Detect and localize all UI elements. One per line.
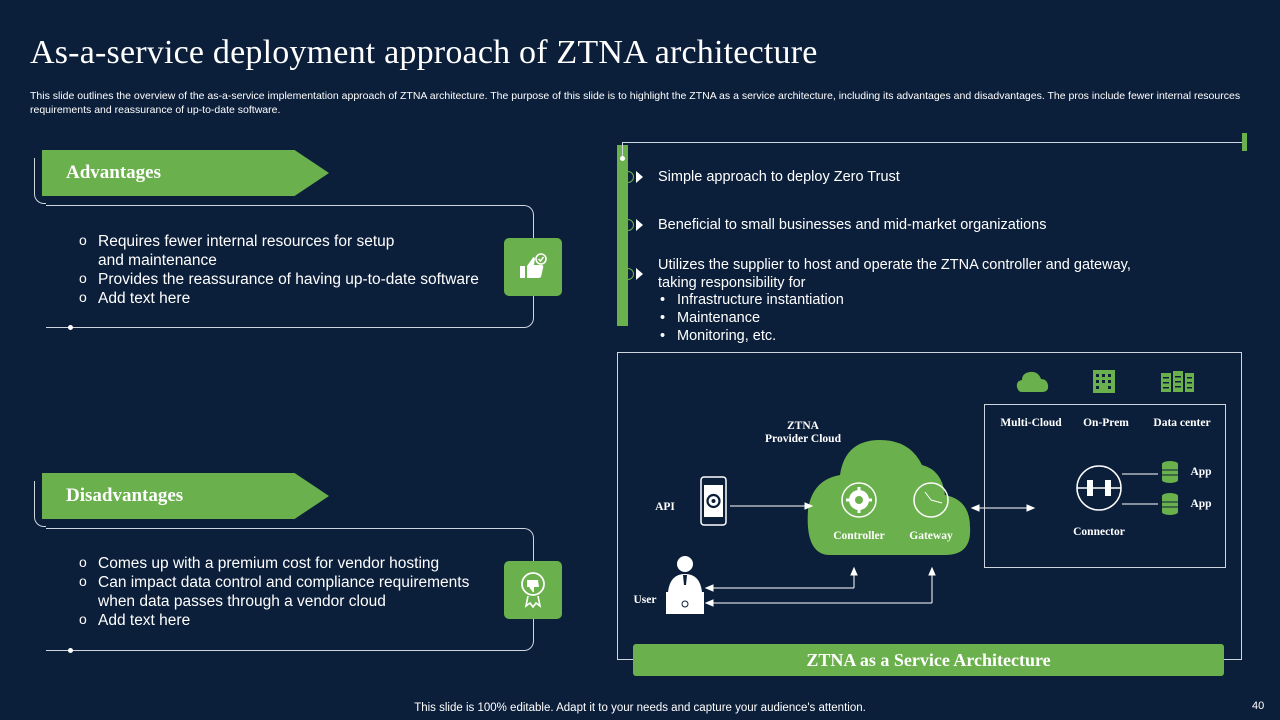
advantages-icon-box [504,238,562,296]
point-arrow-1 [636,171,643,183]
points-vertical-bar [617,145,628,326]
list-item: Infrastructure instantiation [658,291,844,309]
list-item: Add text here [70,610,500,630]
list-item: Comes up with a premium cost for vendor … [70,553,500,573]
slide-title: As-a-service deployment approach of ZTNA… [30,34,818,71]
gateway-label: Gateway [909,530,953,542]
advantages-frame-dot [68,325,73,330]
point-arrow-3 [636,268,643,280]
multi-cloud-label: Multi-Cloud [1000,417,1062,429]
points-end-marker [1242,133,1247,151]
point-node-3 [622,268,634,280]
slide-subtitle: This slide outlines the overview of the … [30,90,1241,116]
disadvantages-icon-box [504,561,562,619]
point-node-2 [622,219,634,231]
points-connector-line [622,142,623,158]
points-line-dot [620,156,625,161]
connector-label: Connector [1073,526,1125,538]
api-label: API [655,501,675,513]
point-arrow-2 [636,219,643,231]
thumbs-up-icon [520,253,547,278]
data-center-label: Data center [1153,417,1211,429]
points-top-line [622,142,1244,143]
destinations-box [984,404,1226,568]
point-text-1: Simple approach to deploy Zero Trust [658,169,900,185]
footer-note: This slide is 100% editable. Adapt it to… [414,702,866,714]
disadvantages-list: Comes up with a premium cost for vendor … [70,553,500,630]
point-text-3: Utilizes the supplier to host and operat… [658,257,1131,291]
page-number: 40 [1252,700,1265,712]
user-label: User [633,594,657,606]
disadvantages-frame-left [34,481,46,527]
list-item: Provides the reassurance of having up-to… [70,269,500,289]
controller-label: Controller [833,530,885,542]
advantages-list: Requires fewer internal resources for se… [70,231,500,308]
thumbs-down-icon [521,572,545,609]
list-item: Monitoring, etc. [658,327,844,345]
list-item: Can impact data control and compliance r… [70,572,490,611]
advantages-frame-left [34,158,46,204]
point-node-1 [622,171,634,183]
diagram-caption: ZTNA as a Service Architecture [633,644,1224,676]
list-item: Requires fewer internal resources for se… [70,231,410,270]
disadvantages-frame-dot [68,648,73,653]
on-prem-label: On-Prem [1083,417,1129,429]
advantages-banner: Advantages [42,150,329,196]
point-text-2: Beneficial to small businesses and mid-m… [658,217,1047,233]
app-label: App [1190,466,1212,478]
disadvantages-banner: Disadvantages [42,473,329,519]
list-item: Add text here [70,288,500,308]
point-sub-list: Infrastructure instantiation Maintenance… [658,291,844,345]
app-label: App [1190,498,1212,510]
provider-cloud-label: ZTNA Provider Cloud [765,420,841,445]
list-item: Maintenance [658,309,844,327]
